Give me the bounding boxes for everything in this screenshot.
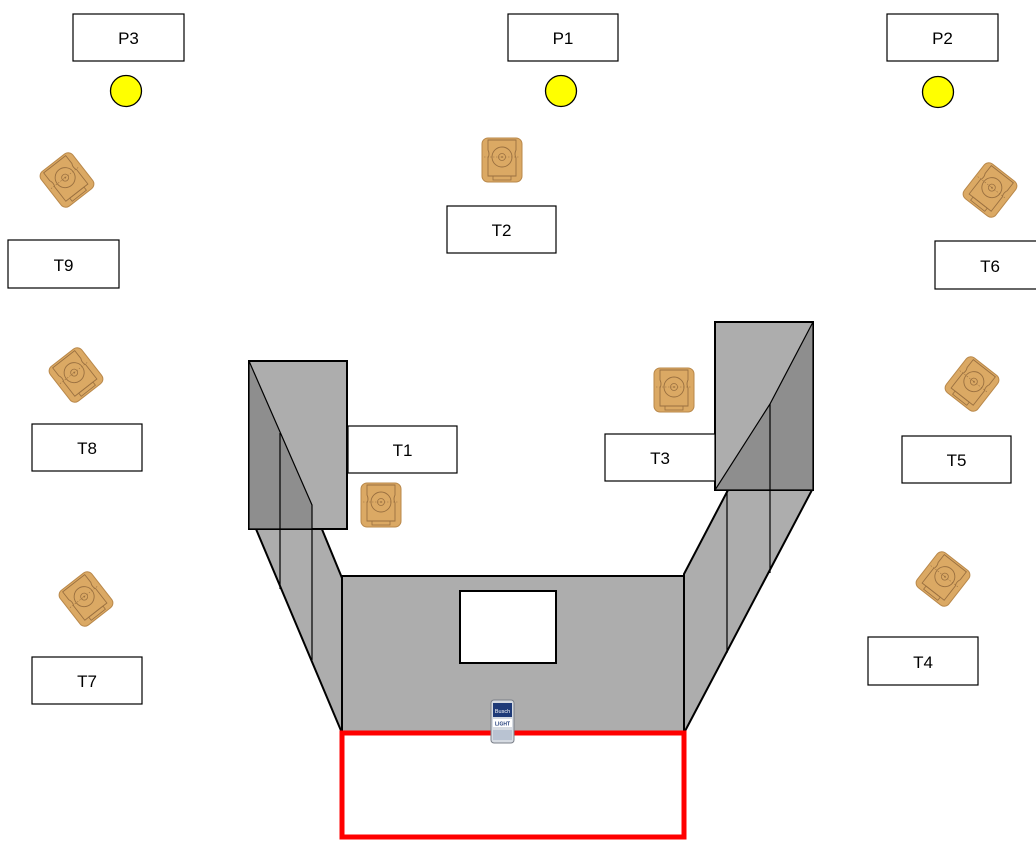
- target-label-text: T7: [77, 672, 97, 691]
- can-brand-bottom: LIGHT: [495, 722, 510, 728]
- position-marker-p3: [109, 74, 143, 108]
- position-marker-p1: [544, 74, 578, 108]
- target-label-text: T1: [393, 441, 413, 460]
- cardboard-target-icon: [481, 137, 523, 183]
- target-label-text: T2: [492, 221, 512, 240]
- position-marker-p2: [921, 75, 955, 109]
- target-label-t7: T7: [31, 656, 143, 705]
- cardboard-target-icon: [653, 367, 695, 413]
- target-label-t3: T3: [604, 433, 716, 482]
- beer-can-icon: Busch LIGHT: [490, 699, 515, 744]
- target-label-t4: T4: [867, 636, 979, 686]
- cardboard-target-icon: [960, 159, 1020, 221]
- position-label-p2: P2: [886, 13, 999, 62]
- cardboard-target-icon: [37, 149, 97, 211]
- target-label-text: T6: [980, 257, 1000, 276]
- cardboard-target-icon: [56, 568, 116, 630]
- can-brand-top: Busch: [495, 709, 510, 715]
- target-label-text: T4: [913, 653, 933, 672]
- target-label-text: T8: [77, 439, 97, 458]
- left-wing-wall: [254, 503, 343, 734]
- front-wall-window: [459, 590, 557, 664]
- target-label-t2: T2: [446, 205, 557, 254]
- right-wing-wall: [683, 489, 814, 734]
- target-label-t1: T1: [347, 425, 458, 474]
- target-label-text: T5: [947, 451, 967, 470]
- position-label-p1: P1: [507, 13, 619, 62]
- position-label-p3: P3: [72, 13, 185, 62]
- cardboard-target-icon: [942, 353, 1002, 415]
- cardboard-target-icon: [360, 482, 402, 528]
- position-label-text: P1: [553, 29, 574, 48]
- target-label-t9: T9: [7, 239, 120, 289]
- cardboard-target-icon: [913, 548, 973, 610]
- target-label-t6: T6: [934, 240, 1036, 290]
- target-label-t8: T8: [31, 423, 143, 472]
- position-label-text: P2: [932, 29, 953, 48]
- position-label-text: P3: [118, 29, 139, 48]
- shooting-box: [339, 730, 687, 840]
- cardboard-target-icon: [46, 344, 106, 406]
- target-label-text: T3: [650, 449, 670, 468]
- target-label-text: T9: [54, 256, 74, 275]
- barricade-structure: [248, 321, 814, 734]
- target-label-t5: T5: [901, 435, 1012, 484]
